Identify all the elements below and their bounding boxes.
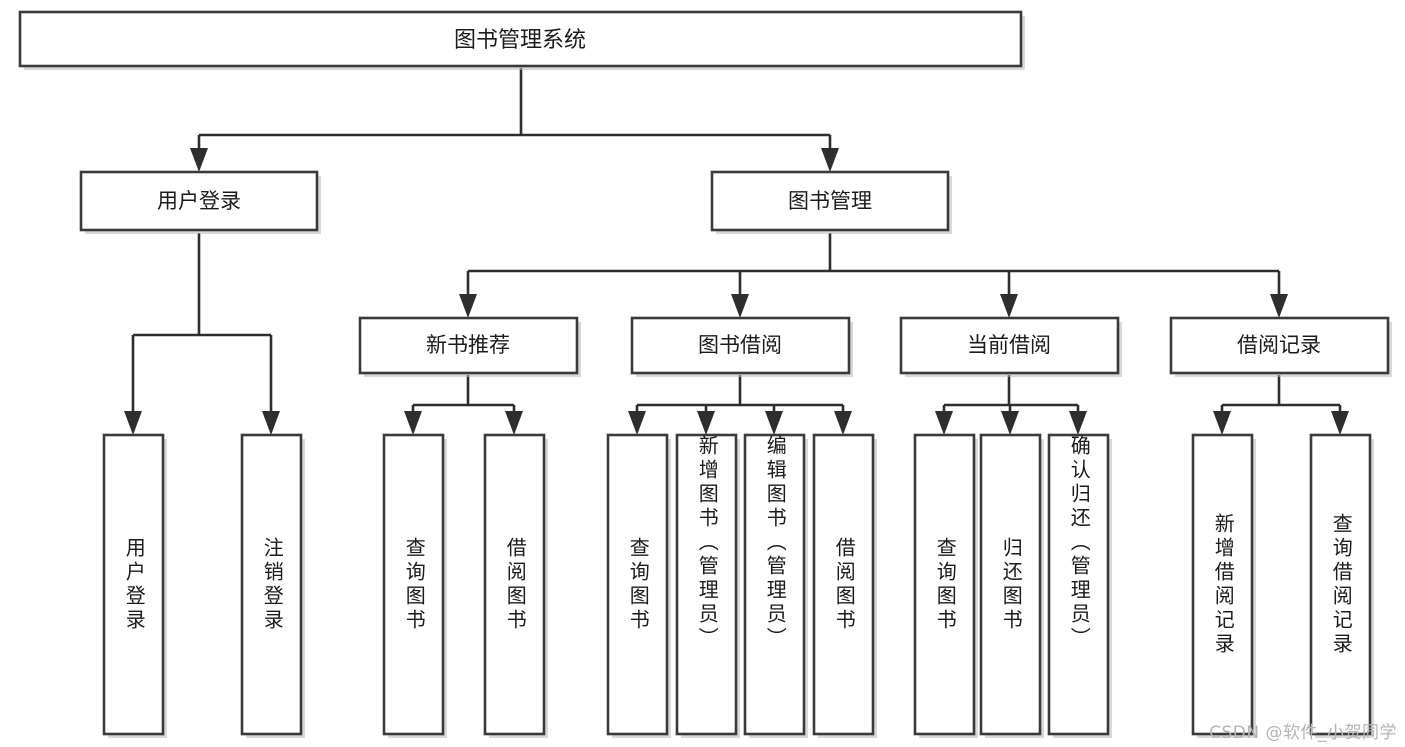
arrow-head-leaf-book-borrow-4 [834, 411, 852, 435]
node-book-manage[interactable] [710, 170, 950, 232]
leaf-borrow-record-2[interactable] [1309, 433, 1372, 736]
arrow-head-current-borrow [1000, 294, 1018, 318]
leaf-book-borrow-1[interactable] [606, 433, 669, 736]
arrow-head-leaf-book-borrow-3 [765, 411, 783, 435]
connector-layer [124, 68, 1349, 435]
leaf-new-book-1[interactable] [382, 433, 445, 736]
node-book-borrow-label: 图书借阅 [698, 333, 782, 357]
node-borrow-record-label: 借阅记录 [1237, 333, 1321, 357]
leaf-current-borrow-1[interactable] [913, 433, 976, 736]
node-book-borrow[interactable] [630, 316, 851, 375]
leaf-user-login-2[interactable] [240, 433, 303, 736]
leaf-user-login-1[interactable] [102, 433, 165, 736]
leaf-book-borrow-2[interactable] [675, 433, 738, 736]
leaf-current-borrow-2[interactable] [979, 433, 1042, 736]
node-current-borrow-label: 当前借阅 [967, 333, 1051, 357]
arrow-head-leaf-user-login-2 [262, 411, 280, 435]
arrow-head-new-book-recommend [459, 294, 477, 318]
leaf-new-book-2[interactable] [483, 433, 546, 736]
arrow-head-book-borrow [731, 294, 749, 318]
leaf-current-borrow-3[interactable] [1047, 433, 1110, 736]
leaf-book-borrow-4[interactable] [812, 433, 875, 736]
arrow-head-leaf-borrow-record-2 [1331, 411, 1349, 435]
csdn-watermark: CSDN @软件_小贺同学 [1209, 723, 1397, 743]
leaf-borrow-record-1[interactable] [1191, 433, 1254, 736]
arrow-head-leaf-current-borrow-2 [1001, 411, 1019, 435]
arrow-head-leaf-borrow-record-1 [1213, 411, 1231, 435]
node-root-label: 图书管理系统 [454, 28, 586, 53]
arrow-head-book-manage [821, 148, 839, 172]
arrow-head-leaf-current-borrow-1 [935, 411, 953, 435]
arrow-head-leaf-current-borrow-3 [1069, 411, 1087, 435]
node-borrow-record[interactable] [1169, 316, 1390, 375]
arrow-head-leaf-book-borrow-1 [628, 411, 646, 435]
node-new-book-recommend[interactable] [358, 316, 579, 375]
node-book-manage-label: 图书管理 [788, 189, 872, 213]
arrow-head-leaf-new-book-2 [505, 411, 523, 435]
node-user-login[interactable] [79, 170, 319, 232]
arrow-head-leaf-book-borrow-2 [697, 411, 715, 435]
node-new-book-recommend-label: 新书推荐 [426, 333, 510, 357]
arrow-head-leaf-new-book-1 [404, 411, 422, 435]
node-current-borrow[interactable] [899, 316, 1120, 375]
arrow-head-borrow-record [1270, 294, 1288, 318]
leaf-book-borrow-3[interactable] [743, 433, 806, 736]
node-user-login-label: 用户登录 [157, 189, 241, 213]
arrow-head-leaf-user-login-1 [124, 411, 142, 435]
node-layer: 图书管理系统 用户登录 图书管理 新书推荐 图书借阅 当前借阅 借阅记录 [18, 10, 1392, 738]
node-root[interactable] [18, 10, 1023, 68]
arrow-head-user-login [190, 148, 208, 172]
